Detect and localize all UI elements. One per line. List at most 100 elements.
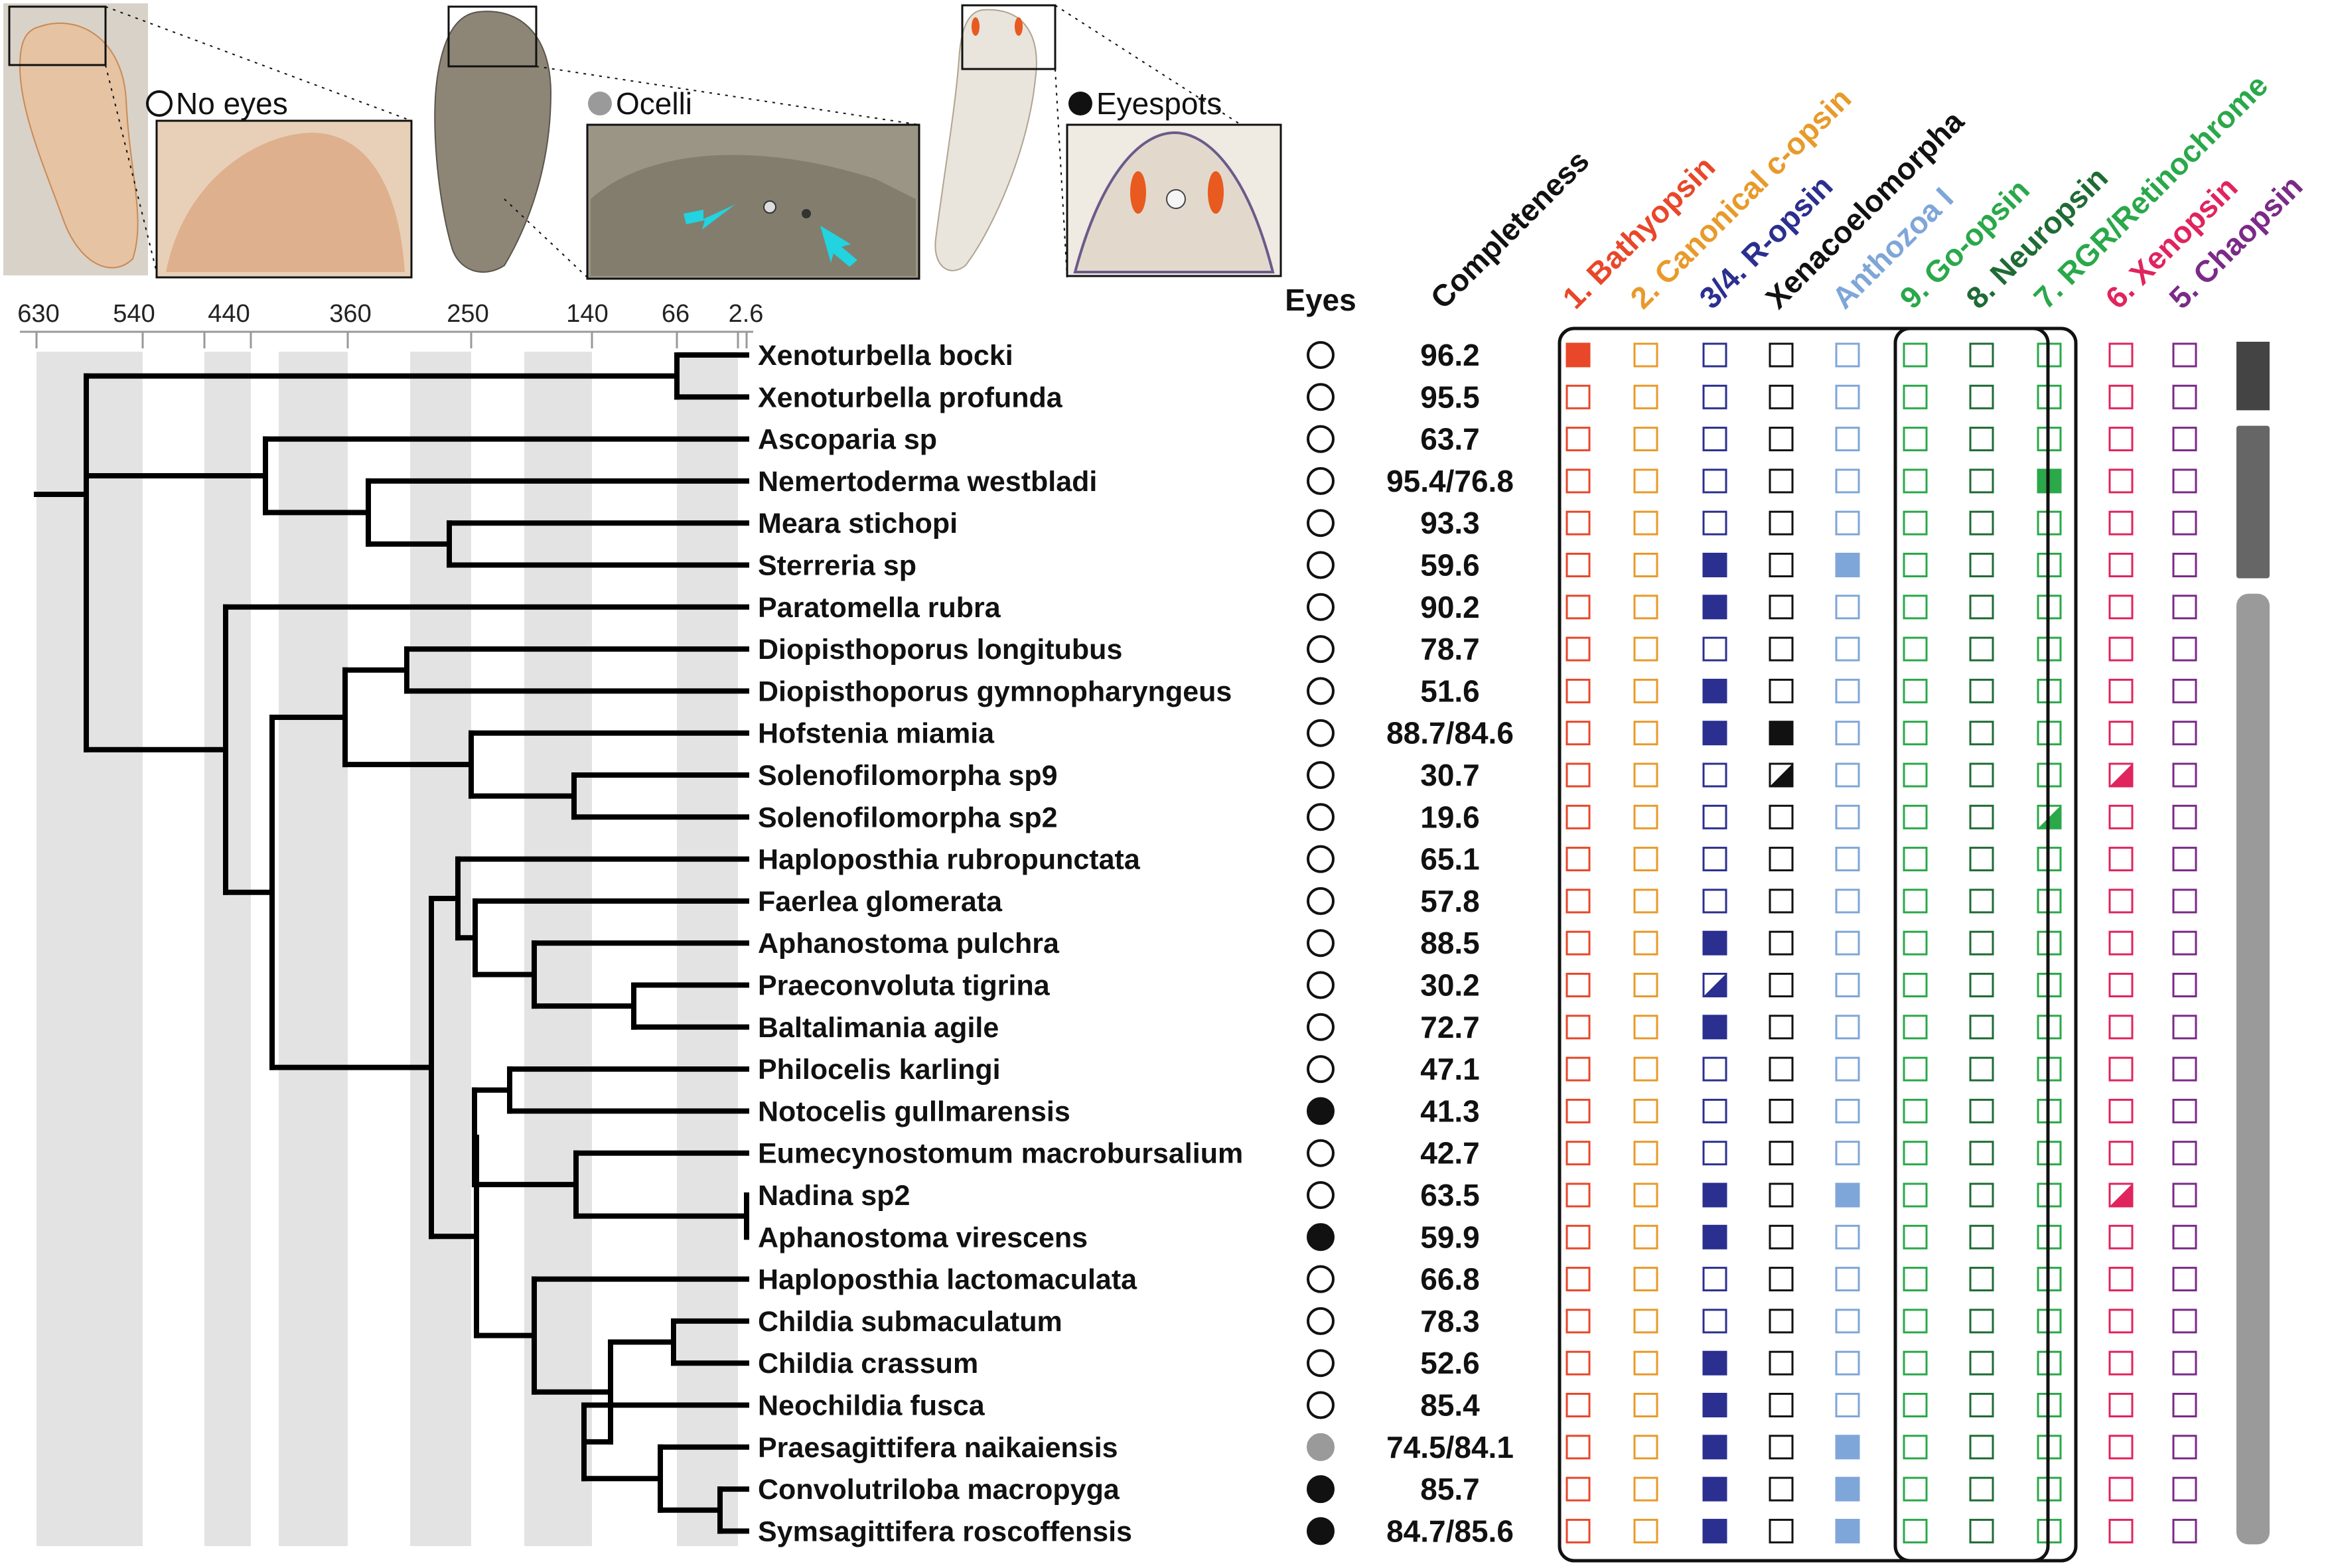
opsin-presence-box [1835,427,1860,452]
opsin-presence-box [2108,973,2134,997]
legend-ocelli-label: Ocelli [616,86,692,121]
opsin-presence-box [1702,1309,1727,1334]
completeness-value: 72.7 [1420,1010,1480,1044]
clade-bar [2236,425,2270,579]
opsin-presence-box [2108,678,2134,703]
taxon-name: Eumecynostomum macrobursalium [758,1138,1243,1170]
time-band [36,352,143,1546]
completeness-value: 78.7 [1420,632,1480,666]
eyespot [972,17,980,36]
clade-bars [2236,342,2270,1545]
statocyst [763,200,776,214]
opsin-presence-box [1565,721,1591,746]
opsin-presence-box [2108,342,2134,368]
opsin-presence-box [1565,762,1591,788]
opsin-presence-box [1903,804,1928,829]
opsin-presence-box [2108,1309,2134,1334]
opsin-presence-box [1633,930,1658,956]
opsin-group-frame-1 [1558,326,2050,1563]
opsin-partial-fill [1704,973,1726,997]
opsin-presence-box [1835,1350,1860,1376]
opsin-presence-box [1565,1182,1591,1208]
eyespot [1015,17,1023,36]
eye-status-marker [1307,719,1335,747]
zoom-box-no-eyes [8,5,107,66]
opsin-presence-box [1565,973,1591,997]
taxon-name: Xenoturbella profunda [758,382,1063,413]
opsin-presence-box [1702,1224,1727,1249]
eye-status-marker [1307,1097,1335,1125]
opsin-presence-box [1835,342,1860,368]
opsin-presence-box [1769,1224,1794,1249]
opsin-presence-box [1633,1056,1658,1082]
opsin-presence-box [1969,1350,1994,1376]
opsin-presence-box [1769,1267,1794,1292]
opsin-presence-box [2172,930,2197,956]
opsin-presence-box [1903,1435,1928,1460]
opsin-presence-box [1702,636,1727,662]
opsin-presence-box [1565,1224,1591,1249]
taxon-name: Nadina sp2 [758,1180,910,1212]
zoom-box-eyespots [961,4,1056,70]
opsin-presence-box [1769,384,1794,409]
opsin-presence-box [1633,804,1658,829]
opsin-presence-box [1633,721,1658,746]
opsin-presence-box [1769,342,1794,368]
opsin-presence-box [1633,1435,1658,1460]
eye-status-marker [1307,1181,1335,1209]
opsin-presence-box [2172,1393,2197,1417]
taxon-name: Diopisthoporus gymnopharyngeus [758,676,1232,707]
eye-status-marker [1307,1223,1335,1251]
eye-status-marker [1307,845,1335,873]
opsin-presence-box [1969,678,1994,703]
opsin-presence-box [1835,384,1860,409]
opsin-presence-box [2108,721,2134,746]
opsin-presence-box [2172,342,2197,368]
opsin-presence-box [2108,1098,2134,1123]
opsin-presence-box [1969,427,1994,452]
opsin-presence-box [2108,1476,2134,1502]
opsin-presence-box [1702,1350,1727,1376]
opsin-presence-box [2172,847,2197,872]
opsin-presence-box [1565,1393,1591,1417]
opsin-presence-box [1835,1098,1860,1123]
opsin-presence-box [1835,889,1860,914]
opsin-presence-box [1969,1476,1994,1502]
completeness-value: 65.1 [1420,842,1480,877]
taxon-name: Paratomella rubra [758,592,1001,624]
completeness-value: 63.5 [1420,1178,1480,1212]
opsin-presence-box [1835,973,1860,997]
opsin-presence-box [2172,1267,2197,1292]
opsin-presence-box [2172,721,2197,746]
opsin-presence-box [2172,1435,2197,1460]
opsin-presence-box [1903,553,1928,577]
opsin-presence-box [1903,1056,1928,1082]
completeness-value: 30.2 [1420,968,1480,1003]
opsin-presence-box [1835,468,1860,494]
eye-status-marker [1307,929,1335,958]
eye-status-marker [1307,635,1335,664]
opsin-presence-box [1702,1393,1727,1417]
opsin-presence-box [1702,930,1727,956]
taxon-name: Diopisthoporus longitubus [758,634,1122,666]
eye-status-marker [1307,551,1335,579]
opsin-presence-box [1702,889,1727,914]
opsin-presence-box [2108,595,2134,620]
opsin-presence-box [1565,1476,1591,1502]
opsin-presence-box [2108,468,2134,494]
opsin-presence-box [1969,1015,1994,1040]
opsin-presence-box [1702,468,1727,494]
opsin-presence-box [1702,847,1727,872]
opsin-presence-box [1835,1141,1860,1166]
legend-ocelli-symbol [588,92,612,115]
opsin-presence-box [1702,342,1727,368]
